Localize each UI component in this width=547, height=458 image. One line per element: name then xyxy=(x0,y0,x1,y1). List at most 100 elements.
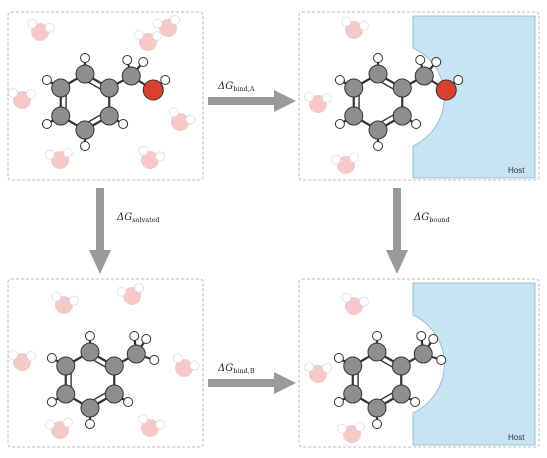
water-hydrogen xyxy=(189,360,200,371)
water-molecule xyxy=(331,152,359,174)
hydrogen-atom xyxy=(334,75,345,85)
water-hydrogen xyxy=(359,20,369,31)
carbon-atom xyxy=(343,356,363,376)
molecule-benzyl-alcohol-bound xyxy=(304,16,464,174)
water-molecule xyxy=(51,291,79,314)
water-hydrogen xyxy=(155,419,166,430)
water-molecule xyxy=(304,92,332,113)
water-hydrogen xyxy=(62,417,73,428)
water-molecule xyxy=(116,282,145,305)
water-molecule xyxy=(45,417,73,439)
water-hydrogen xyxy=(337,423,347,434)
hydrogen-atom xyxy=(41,75,52,85)
carbon-atom xyxy=(51,106,71,126)
water-hydrogen xyxy=(62,147,73,158)
hydrogen-atom xyxy=(118,119,129,129)
water-hydrogen xyxy=(8,350,18,360)
carbon-atom xyxy=(392,78,412,98)
water-molecule xyxy=(27,18,55,41)
hydrogen-atom xyxy=(410,397,421,407)
water-hydrogen xyxy=(341,16,352,27)
water-molecule xyxy=(341,292,369,315)
water-hydrogen xyxy=(45,149,55,160)
water-hydrogen xyxy=(322,363,332,373)
water-hydrogen xyxy=(45,22,55,33)
carbon-atom xyxy=(75,120,95,140)
carbon-atom xyxy=(391,356,411,376)
arrow-bind-a: ΔGbind,A xyxy=(208,81,296,112)
hydrogen-atom xyxy=(436,355,447,365)
water-oxygen xyxy=(175,359,193,377)
carbon-atom xyxy=(80,342,100,362)
water-molecule xyxy=(337,421,365,443)
hydrogen-atom xyxy=(431,57,442,67)
water-hydrogen xyxy=(341,292,352,303)
hydrogen-atom xyxy=(415,55,426,65)
water-hydrogen xyxy=(134,30,144,40)
water-hydrogen xyxy=(69,295,79,306)
water-hydrogen xyxy=(348,152,359,163)
water-molecule xyxy=(45,147,73,169)
hydrogen-atom xyxy=(123,397,134,407)
water-hydrogen xyxy=(26,89,36,99)
hydrogen-atom xyxy=(129,331,140,341)
water-hydrogen xyxy=(138,414,149,424)
carbon-atom xyxy=(126,344,146,364)
water-hydrogen xyxy=(51,291,62,302)
arrow-bind-b: ΔGbind,B xyxy=(208,363,296,394)
water-hydrogen xyxy=(359,296,369,307)
carbon-atom xyxy=(367,398,387,418)
hydrogen-atom xyxy=(138,57,149,67)
hydrogen-atom xyxy=(80,141,90,151)
water-hydrogen xyxy=(331,154,341,165)
carbon-atom xyxy=(104,356,124,376)
hydrogen-atom xyxy=(333,353,344,363)
hydrogen-atom xyxy=(333,397,344,407)
hydrogen-atom xyxy=(141,334,152,344)
water-oxygen xyxy=(55,296,73,314)
carbon-atom xyxy=(414,66,434,86)
water-molecule xyxy=(134,30,162,51)
water-hydrogen xyxy=(169,107,179,118)
water-hydrogen xyxy=(304,362,314,372)
water-oxygen xyxy=(345,21,363,39)
molecule-toluene-solvated xyxy=(8,282,200,439)
water-oxygen xyxy=(141,151,159,169)
arrow-solvated: ΔGsolvated xyxy=(89,188,160,274)
panel-bottom-right xyxy=(298,278,540,448)
hydrogen-atom xyxy=(46,397,57,407)
water-molecule xyxy=(8,88,36,109)
hydrogen-atom xyxy=(85,419,95,429)
water-hydrogen xyxy=(170,14,181,25)
carbon-atom xyxy=(75,64,95,84)
water-hydrogen xyxy=(45,419,55,430)
water-hydrogen xyxy=(152,18,163,29)
water-molecule xyxy=(304,362,332,383)
water-hydrogen xyxy=(155,151,166,162)
carbon-atom xyxy=(344,106,364,126)
hydrogen-atom xyxy=(41,119,52,129)
water-molecule xyxy=(341,16,369,39)
panel-top-right xyxy=(298,11,540,181)
carbon-atom xyxy=(343,384,363,404)
water-hydrogen xyxy=(152,31,162,41)
host-label-bottom: Host xyxy=(508,433,525,442)
water-molecule xyxy=(152,14,181,37)
svg-text:ΔGbind,A: ΔGbind,A xyxy=(217,81,255,93)
carbon-atom xyxy=(80,398,100,418)
hydrogen-atom xyxy=(160,75,171,85)
water-hydrogen xyxy=(116,286,127,297)
arrow-bound: ΔGbound xyxy=(386,188,450,274)
carbon-atom xyxy=(104,384,124,404)
water-molecule xyxy=(8,350,36,371)
water-oxygen xyxy=(345,297,363,315)
carbon-atom xyxy=(51,78,71,98)
hydrogen-atom xyxy=(373,141,383,151)
hydrogen-atom xyxy=(85,331,95,341)
hydrogen-atom xyxy=(122,55,133,65)
carbon-atom xyxy=(99,106,119,126)
carbon-atom xyxy=(99,78,119,98)
host-top xyxy=(412,15,536,179)
hydrogen-atom xyxy=(46,353,57,363)
water-oxygen xyxy=(31,23,49,41)
